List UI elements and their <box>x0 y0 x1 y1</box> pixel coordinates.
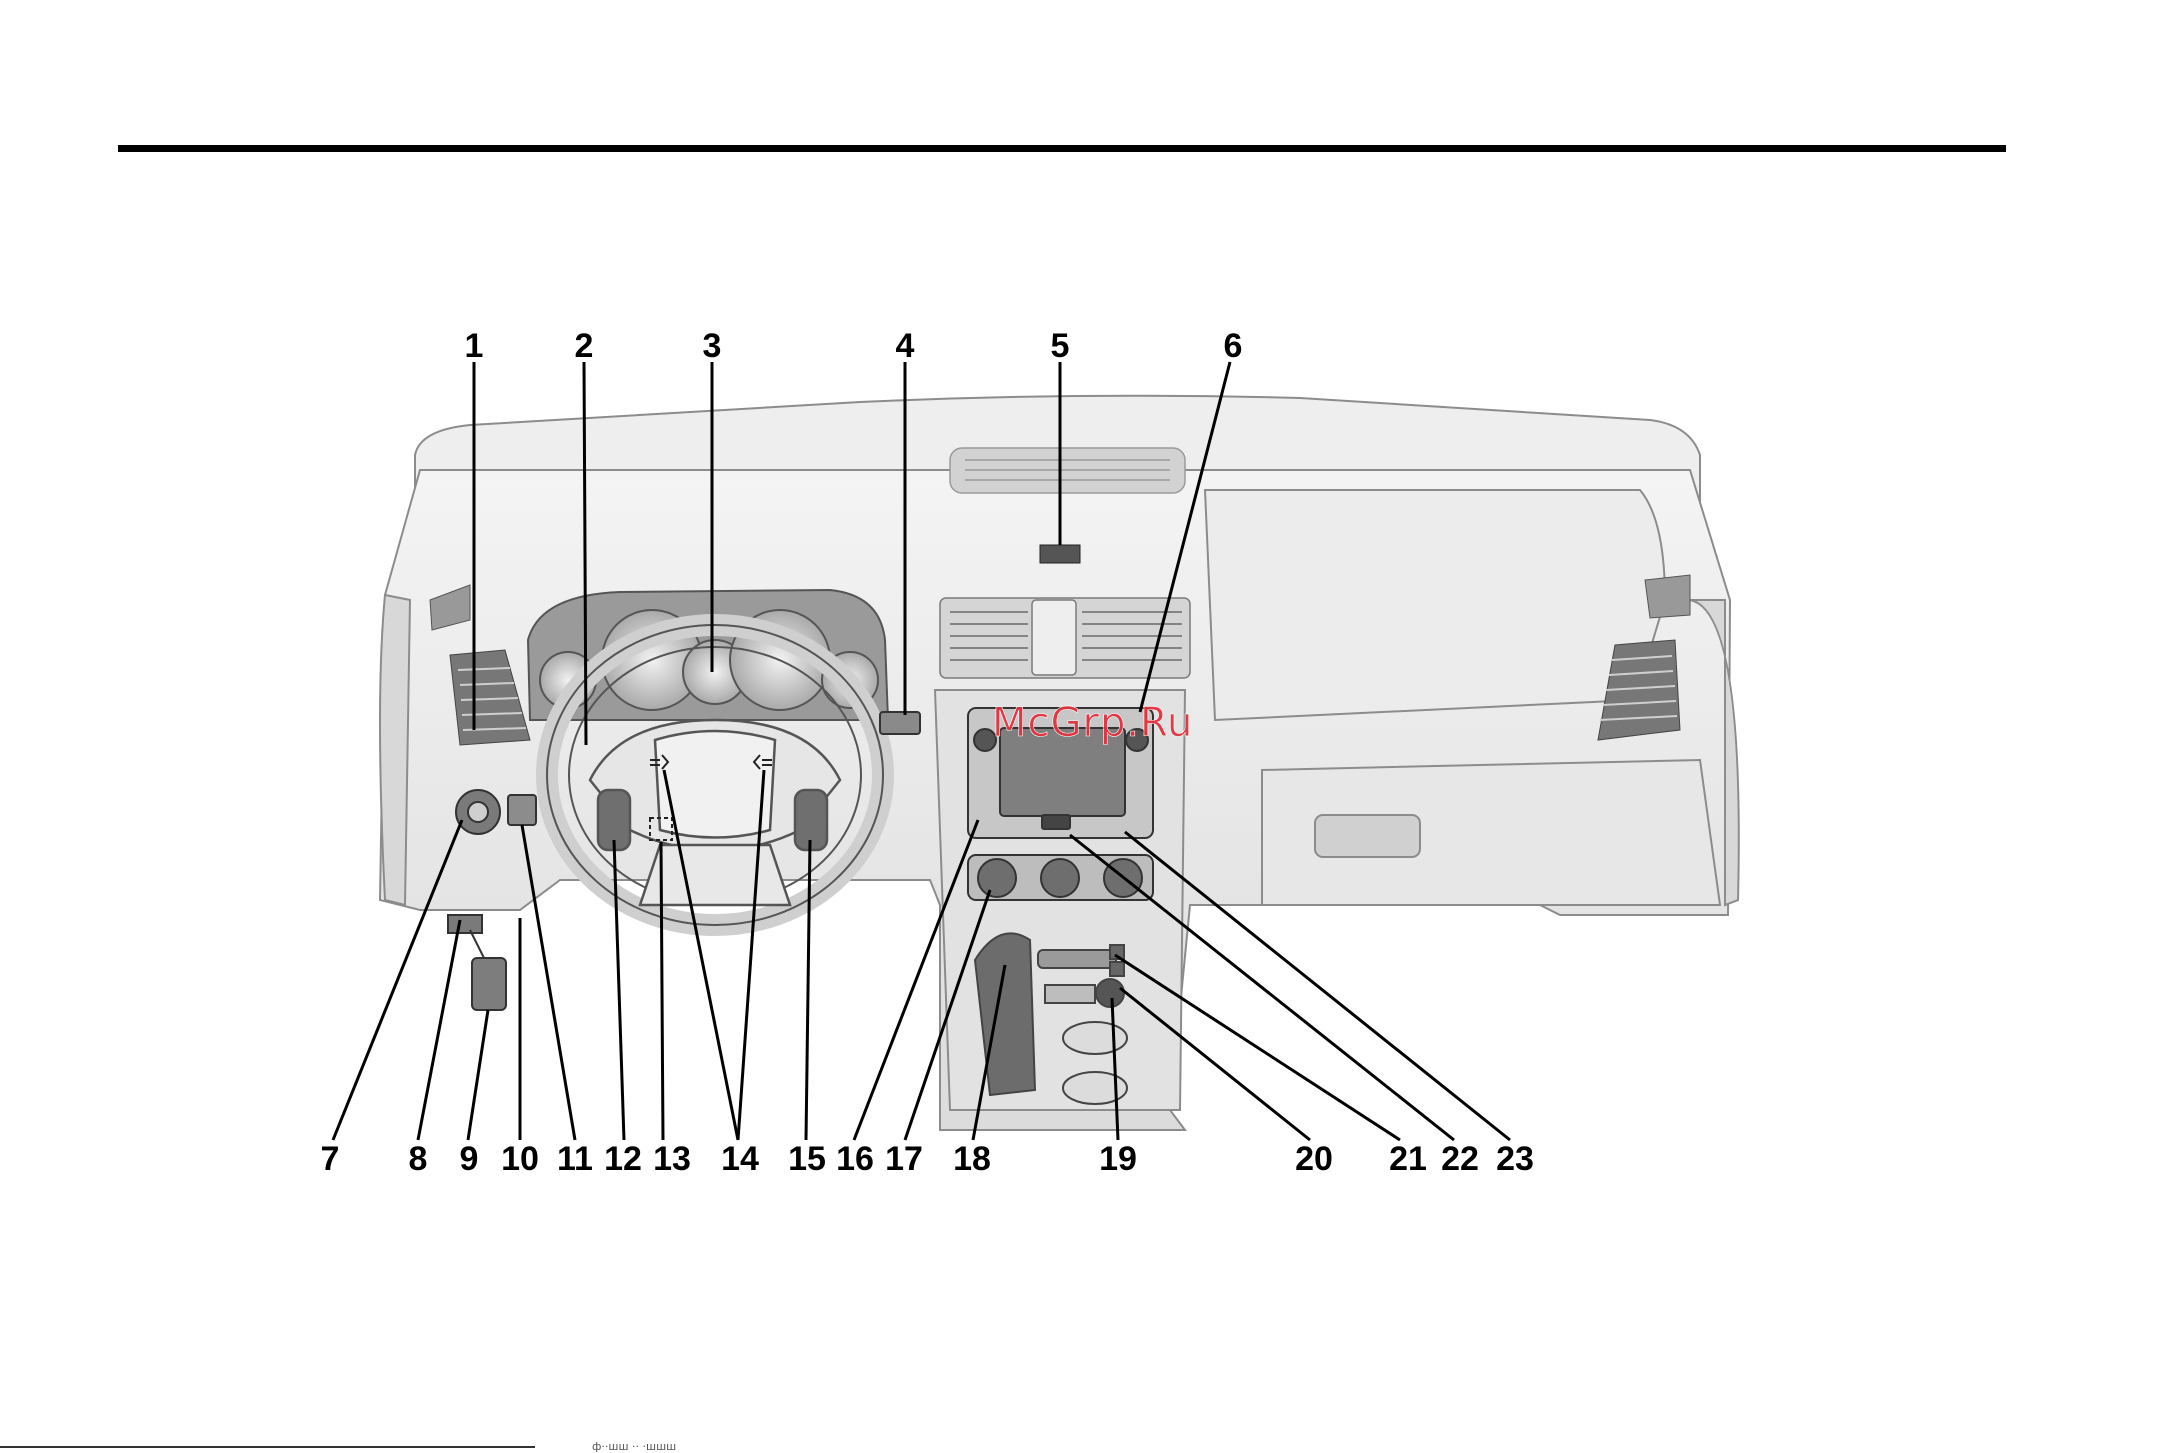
callout-16: 16 <box>836 1140 874 1178</box>
callout-17: 17 <box>885 1140 923 1178</box>
audio-switch-panel <box>880 712 920 734</box>
callout-14: 14 <box>721 1140 759 1178</box>
center-defrost-vent <box>950 448 1185 493</box>
callout-5: 5 <box>1051 327 1070 365</box>
callout-19: 19 <box>1099 1140 1137 1178</box>
callout-4: 4 <box>896 327 915 365</box>
callout-18: 18 <box>953 1140 991 1178</box>
callout-1: 1 <box>465 327 484 365</box>
callout-13: 13 <box>653 1140 691 1178</box>
footer-text: ф··шш ·· ·шшш <box>592 1440 676 1453</box>
callout-22: 22 <box>1441 1140 1479 1178</box>
callout-9: 9 <box>460 1140 479 1178</box>
callout-10: 10 <box>501 1140 539 1178</box>
callout-3: 3 <box>703 327 722 365</box>
callout-8: 8 <box>409 1140 428 1178</box>
bottom-rule <box>0 1446 535 1448</box>
callout-11: 11 <box>557 1140 593 1178</box>
callout-7: 7 <box>321 1140 340 1178</box>
leader-line-13 <box>661 842 663 1140</box>
callout-23: 23 <box>1496 1140 1534 1178</box>
callout-6: 6 <box>1224 327 1243 365</box>
callout-20: 20 <box>1295 1140 1333 1178</box>
callout-21: 21 <box>1389 1140 1427 1178</box>
leader-line-9 <box>468 1010 488 1140</box>
right-side-vent <box>1645 575 1690 618</box>
sunload-sensor <box>1040 545 1080 563</box>
leader-line-15 <box>806 840 810 1140</box>
accelerator-pedal <box>472 958 506 1010</box>
leader-line-8 <box>418 920 460 1140</box>
leader-line-2 <box>584 362 586 745</box>
callout-2: 2 <box>575 327 594 365</box>
callout-12: 12 <box>604 1140 642 1178</box>
watermark: McGrp.Ru <box>992 700 1193 746</box>
callout-15: 15 <box>788 1140 826 1178</box>
pedals <box>448 915 506 1010</box>
